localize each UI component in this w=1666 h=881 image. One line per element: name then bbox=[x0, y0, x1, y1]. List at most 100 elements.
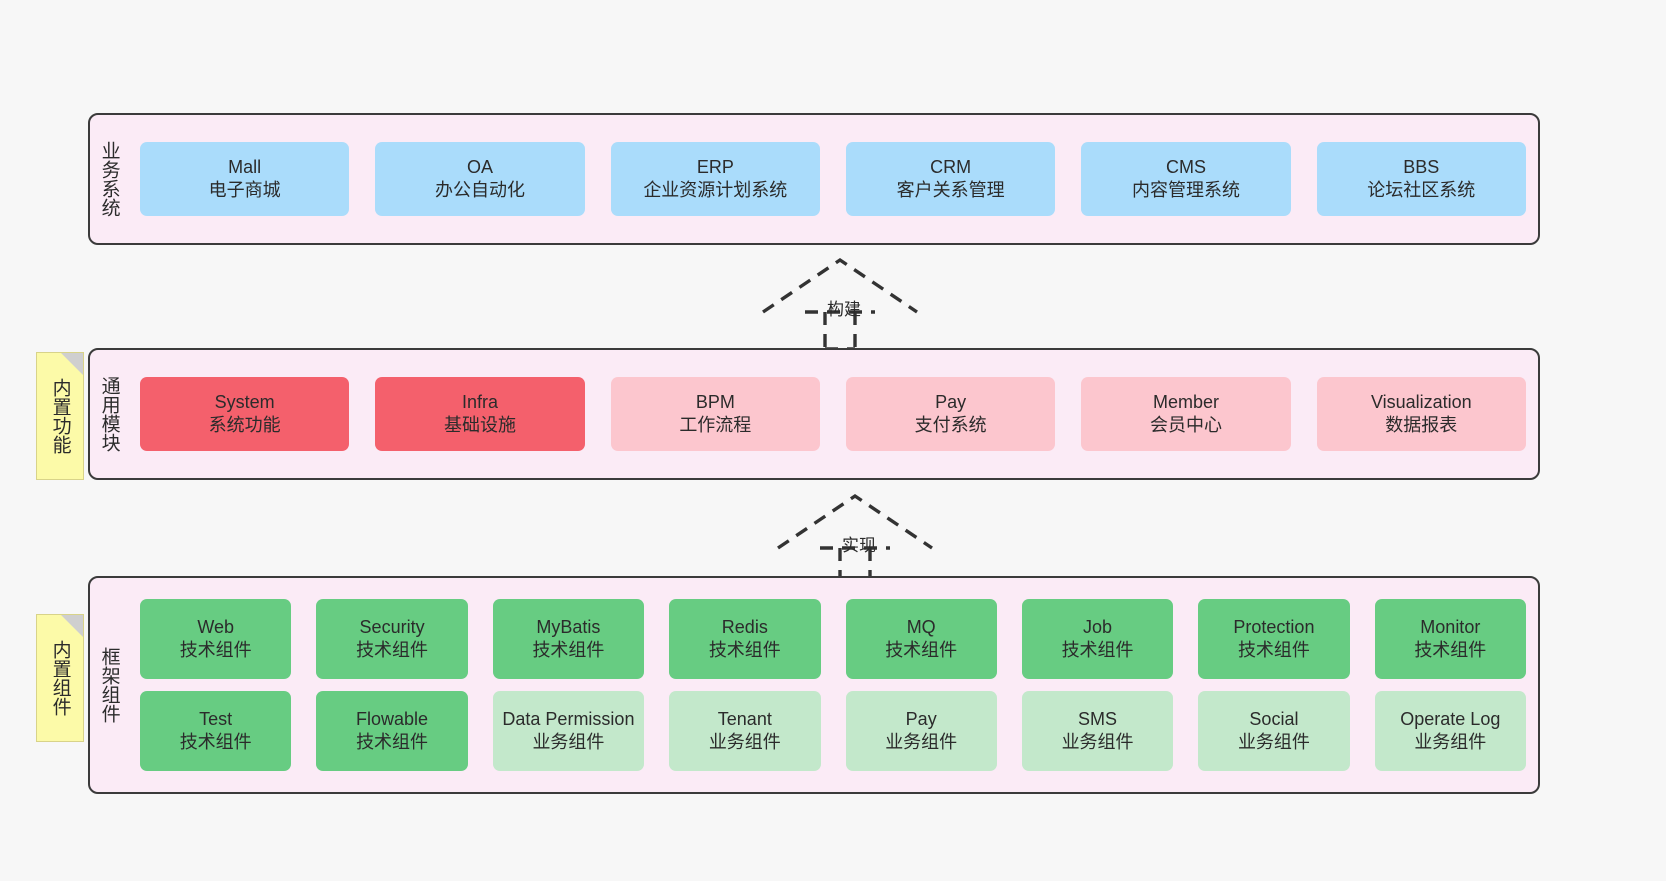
card-sms[interactable]: SMS 业务组件 bbox=[1021, 691, 1174, 771]
card-title-cn: 业务组件 bbox=[1061, 732, 1134, 752]
card-title-cn: 业务组件 bbox=[1237, 732, 1310, 752]
card-title-en: Flowable bbox=[356, 709, 429, 730]
card-title-en: Redis bbox=[721, 617, 768, 638]
card-data-permission[interactable]: Data Permission 业务组件 bbox=[492, 691, 645, 771]
card-title-en: Member bbox=[1152, 392, 1219, 413]
card-title-cn: 业务组件 bbox=[708, 732, 781, 752]
layer-title-common: 通用模块 bbox=[98, 376, 120, 452]
card-title-en: ERP bbox=[696, 157, 734, 178]
card-tenant[interactable]: Tenant 业务组件 bbox=[669, 691, 821, 771]
card-monitor[interactable]: Monitor 技术组件 bbox=[1374, 599, 1526, 679]
card-title-en: Protection bbox=[1233, 617, 1315, 638]
card-title-cn: 内容管理系统 bbox=[1131, 180, 1240, 200]
card-pay-business[interactable]: Pay 业务组件 bbox=[845, 691, 997, 771]
card-title-cn: 技术组件 bbox=[885, 640, 958, 660]
card-title-en: MyBatis bbox=[536, 617, 601, 638]
card-title-en: Security bbox=[359, 617, 425, 638]
card-title-en: Test bbox=[199, 709, 233, 730]
card-crm[interactable]: CRM 客户关系管理 bbox=[845, 142, 1056, 216]
card-pay[interactable]: Pay 支付系统 bbox=[845, 377, 1056, 451]
card-web[interactable]: Web 技术组件 bbox=[140, 599, 292, 679]
card-title-cn: 工作流程 bbox=[679, 415, 752, 435]
card-cms[interactable]: CMS 内容管理系统 bbox=[1081, 142, 1291, 216]
card-mall[interactable]: Mall 电子商城 bbox=[140, 142, 350, 216]
layer-body-framework: Web 技术组件 Security 技术组件 MyBatis 技术组件 Redi… bbox=[128, 578, 1538, 792]
card-title-cn: 业务组件 bbox=[532, 732, 605, 752]
card-title-cn: 支付系统 bbox=[914, 415, 987, 435]
card-row: Web 技术组件 Security 技术组件 MyBatis 技术组件 Redi… bbox=[140, 599, 1526, 679]
card-title-en: Data Permission bbox=[502, 709, 635, 730]
card-title-cn: 企业资源计划系统 bbox=[643, 180, 788, 200]
note-built-in-components: 内置组件 bbox=[36, 614, 84, 742]
card-bpm[interactable]: BPM 工作流程 bbox=[610, 377, 820, 451]
card-title-cn: 技术组件 bbox=[1237, 640, 1310, 660]
card-title-en: CMS bbox=[1165, 157, 1206, 178]
card-bbs[interactable]: BBS 论坛社区系统 bbox=[1316, 142, 1526, 216]
card-row: Test 技术组件 Flowable 技术组件 Data Permission … bbox=[140, 691, 1526, 771]
card-test[interactable]: Test 技术组件 bbox=[140, 691, 292, 771]
card-job[interactable]: Job 技术组件 bbox=[1021, 599, 1174, 679]
card-social[interactable]: Social 业务组件 bbox=[1198, 691, 1350, 771]
card-row: Mall 电子商城 OA 办公自动化 ERP 企业资源计划系统 CRM 客户关系… bbox=[140, 142, 1526, 216]
card-title-cn: 技术组件 bbox=[356, 640, 429, 660]
layer-common-modules[interactable]: 通用模块 System 系统功能 Infra 基础设施 BPM 工作流程 Pay… bbox=[88, 348, 1540, 480]
card-operate-log[interactable]: Operate Log 业务组件 bbox=[1374, 691, 1526, 771]
card-title-cn: 数据报表 bbox=[1385, 415, 1458, 435]
note-fold-corner-icon bbox=[61, 615, 83, 637]
note-label: 内置功能 bbox=[49, 378, 71, 454]
card-title-en: Pay bbox=[935, 392, 967, 413]
note-built-in-features: 内置功能 bbox=[36, 352, 84, 480]
card-title-cn: 电子商城 bbox=[208, 180, 281, 200]
card-title-cn: 业务组件 bbox=[1414, 732, 1487, 752]
card-title-en: Monitor bbox=[1420, 617, 1481, 638]
layer-body-common: System 系统功能 Infra 基础设施 BPM 工作流程 Pay 支付系统… bbox=[128, 350, 1538, 478]
card-title-cn: 基础设施 bbox=[443, 415, 516, 435]
card-title-cn: 技术组件 bbox=[708, 640, 781, 660]
layer-body-business: Mall 电子商城 OA 办公自动化 ERP 企业资源计划系统 CRM 客户关系… bbox=[128, 115, 1538, 243]
card-title-cn: 会员中心 bbox=[1149, 415, 1222, 435]
card-title-en: BPM bbox=[695, 392, 735, 413]
card-title-en: MQ bbox=[906, 617, 936, 638]
layer-business-systems[interactable]: 业务系统 Mall 电子商城 OA 办公自动化 ERP 企业资源计划系统 CRM… bbox=[88, 113, 1540, 245]
card-title-cn: 业务组件 bbox=[885, 732, 958, 752]
note-fold-corner-icon bbox=[61, 353, 83, 375]
connector-implement: 实现 bbox=[770, 492, 940, 587]
card-title-cn: 技术组件 bbox=[356, 732, 429, 752]
card-erp[interactable]: ERP 企业资源计划系统 bbox=[610, 142, 820, 216]
note-label: 内置组件 bbox=[49, 640, 71, 716]
card-title-cn: 系统功能 bbox=[208, 415, 281, 435]
card-mq[interactable]: MQ 技术组件 bbox=[845, 599, 997, 679]
card-title-en: SMS bbox=[1078, 709, 1118, 730]
card-title-en: Social bbox=[1249, 709, 1299, 730]
card-protection[interactable]: Protection 技术组件 bbox=[1198, 599, 1350, 679]
card-security[interactable]: Security 技术组件 bbox=[316, 599, 468, 679]
card-flowable[interactable]: Flowable 技术组件 bbox=[316, 691, 468, 771]
card-title-en: CRM bbox=[930, 157, 972, 178]
card-infra[interactable]: Infra 基础设施 bbox=[375, 377, 585, 451]
card-mybatis[interactable]: MyBatis 技术组件 bbox=[492, 599, 645, 679]
connector-label-build: 构建 bbox=[827, 300, 861, 319]
card-title-en: Operate Log bbox=[1400, 709, 1501, 730]
card-member[interactable]: Member 会员中心 bbox=[1081, 377, 1291, 451]
connector-build: 构建 bbox=[755, 256, 925, 351]
card-system[interactable]: System 系统功能 bbox=[140, 377, 350, 451]
card-title-en: Pay bbox=[905, 709, 937, 730]
card-title-cn: 客户关系管理 bbox=[896, 180, 1005, 200]
card-title-en: Infra bbox=[461, 392, 498, 413]
card-title-cn: 办公自动化 bbox=[434, 180, 525, 200]
card-title-en: Web bbox=[197, 617, 235, 638]
layer-framework-components[interactable]: 框架组件 Web 技术组件 Security 技术组件 MyBatis 技术组件… bbox=[88, 576, 1540, 794]
card-oa[interactable]: OA 办公自动化 bbox=[375, 142, 585, 216]
card-title-en: BBS bbox=[1403, 157, 1440, 178]
card-visualization[interactable]: Visualization 数据报表 bbox=[1316, 377, 1526, 451]
card-redis[interactable]: Redis 技术组件 bbox=[669, 599, 821, 679]
layer-title-framework: 框架组件 bbox=[98, 647, 120, 723]
card-title-cn: 技术组件 bbox=[532, 640, 605, 660]
layer-title-business: 业务系统 bbox=[98, 141, 120, 217]
card-title-en: Tenant bbox=[717, 709, 772, 730]
card-title-cn: 技术组件 bbox=[179, 732, 252, 752]
card-title-cn: 论坛社区系统 bbox=[1367, 180, 1476, 200]
card-title-en: Visualization bbox=[1370, 392, 1472, 413]
card-row: System 系统功能 Infra 基础设施 BPM 工作流程 Pay 支付系统… bbox=[140, 377, 1526, 451]
